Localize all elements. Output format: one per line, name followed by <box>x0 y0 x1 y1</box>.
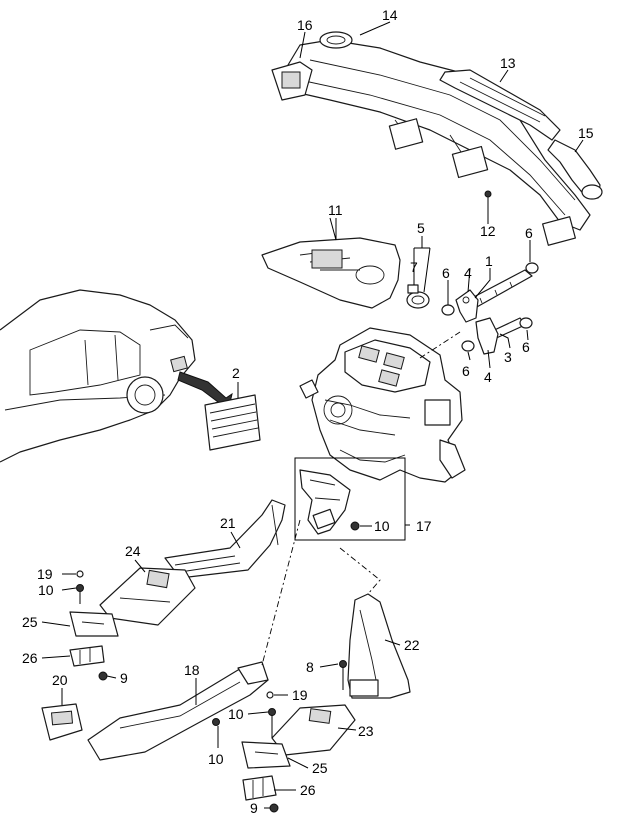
lever-upper <box>455 289 479 323</box>
vent-20 <box>41 703 83 741</box>
callout-6-c: 6 <box>522 339 530 355</box>
callout-10-a: 10 <box>374 518 390 534</box>
callout-10-c: 10 <box>208 751 224 767</box>
callout-22: 22 <box>404 637 420 653</box>
callout-10-b: 10 <box>38 582 54 598</box>
callout-6-d: 6 <box>462 363 470 379</box>
callout-19-b: 19 <box>292 687 308 703</box>
floor-duct-22 <box>347 593 411 699</box>
callout-12: 12 <box>480 223 496 239</box>
callout-9-a: 9 <box>120 670 128 686</box>
callout-25-b: 25 <box>312 760 328 776</box>
callout-5: 5 <box>417 220 425 236</box>
callout-20: 20 <box>52 672 68 688</box>
floor-duct-18 <box>87 661 269 761</box>
side-vent-right-duct <box>547 139 603 200</box>
callout-8: 8 <box>306 659 314 675</box>
pad-25-right <box>241 741 291 769</box>
car-silhouette <box>0 289 196 463</box>
rear-vent-grille <box>204 394 261 451</box>
floor-duct-24 <box>99 567 196 626</box>
callout-11: 11 <box>328 202 343 218</box>
lever-lower <box>475 317 499 355</box>
heater-blower-unit <box>299 327 466 483</box>
side-vent-left <box>271 61 313 101</box>
callout-21: 21 <box>220 515 236 531</box>
screw-10-box <box>350 521 360 531</box>
heater-cover-panel <box>261 237 401 309</box>
defroster-grille <box>439 69 561 141</box>
callout-25-a: 25 <box>22 614 38 630</box>
callout-15: 15 <box>578 125 594 141</box>
callout-13: 13 <box>500 55 516 71</box>
main-air-duct <box>284 39 591 246</box>
callout-24: 24 <box>125 543 141 559</box>
callout-4-a: 4 <box>464 265 472 281</box>
callout-16: 16 <box>297 17 313 33</box>
callout-19-a: 19 <box>37 566 53 582</box>
rear-duct-connector <box>299 469 351 535</box>
fasteners-left <box>76 570 108 681</box>
callout-23: 23 <box>358 723 374 739</box>
rear-duct-21 <box>164 499 286 579</box>
callout-9-b: 9 <box>250 800 258 816</box>
callout-26-a: 26 <box>22 650 38 666</box>
callout-26-b: 26 <box>300 782 316 798</box>
pad-25-left <box>69 611 119 637</box>
floor-duct-23 <box>271 704 356 756</box>
callout-17: 17 <box>416 518 432 534</box>
callout-1: 1 <box>485 253 493 269</box>
screw-10-lower-left <box>212 718 220 726</box>
clip-ring-7 <box>406 291 430 309</box>
callout-14: 14 <box>382 7 398 23</box>
callout-18: 18 <box>184 662 200 678</box>
callout-2: 2 <box>232 365 240 381</box>
callout-6-a: 6 <box>525 225 533 241</box>
callout-10-d: 10 <box>228 706 244 722</box>
bracket-26-left <box>69 645 105 667</box>
fasteners-right <box>266 660 347 813</box>
leader-lines <box>41 21 584 809</box>
clip-small-5 <box>407 284 419 294</box>
callout-6-b: 6 <box>442 265 450 281</box>
callout-4-b: 4 <box>484 369 492 385</box>
callout-3: 3 <box>504 349 512 365</box>
callout-labels: 14 16 13 15 12 11 5 7 6 1 4 6 3 6 6 4 2 … <box>22 7 594 816</box>
bracket-26-right <box>242 775 277 801</box>
duct-group-box-17 <box>294 457 406 541</box>
callout-7: 7 <box>410 259 418 275</box>
screw-12 <box>484 190 492 212</box>
defroster-nozzle-top <box>319 31 353 49</box>
connection-lines <box>261 331 461 666</box>
